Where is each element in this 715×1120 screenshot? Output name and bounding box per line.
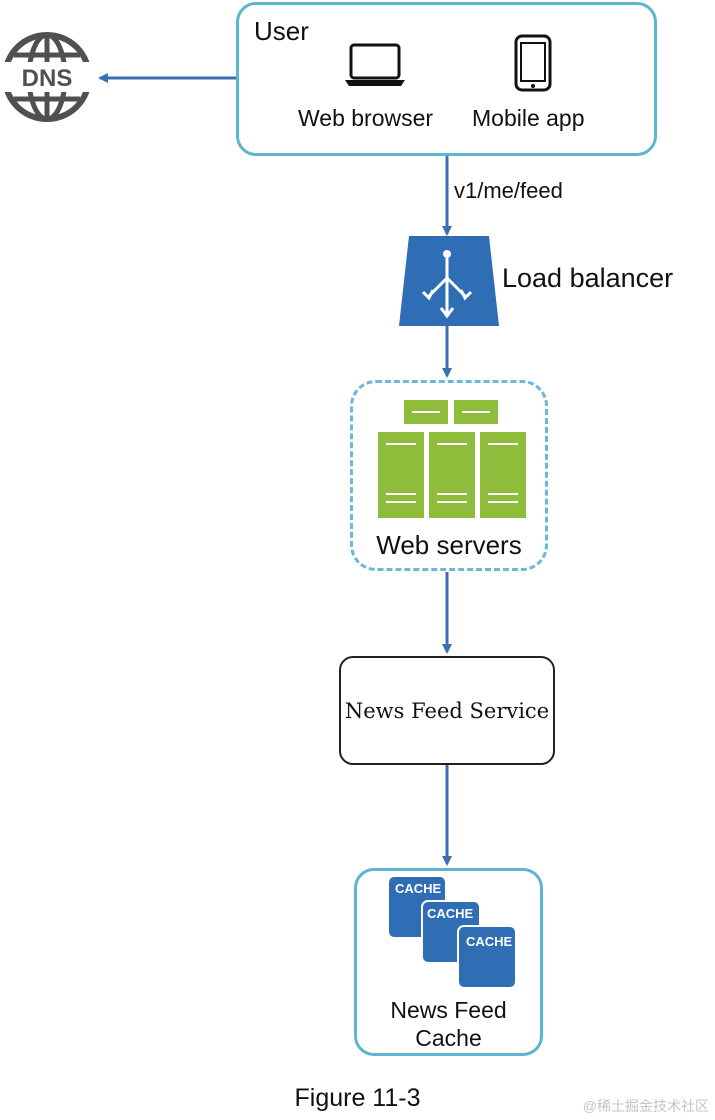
figure-caption: Figure 11-3 — [294, 1084, 421, 1112]
cache-icon-text-1: CACHE — [395, 881, 442, 896]
web-servers-group — [350, 380, 548, 571]
dns-label: DNS — [22, 65, 73, 92]
cache-icon: CACHE CACHE CACHE — [387, 875, 517, 989]
mobile-phone-icon — [514, 34, 552, 92]
user-box — [236, 2, 657, 156]
news-feed-cache-label-line1: News Feed — [390, 997, 507, 1023]
news-feed-cache-label: News Feed Cache — [354, 996, 543, 1052]
client-label-mobile-app: Mobile app — [472, 105, 585, 131]
news-feed-service-box: News Feed Service — [339, 656, 555, 765]
news-feed-service-label: News Feed Service — [344, 698, 550, 723]
laptop-icon — [345, 43, 405, 86]
news-feed-cache-label-line2: Cache — [415, 1025, 482, 1051]
server-rack-icon — [378, 400, 526, 518]
user-title: User — [254, 16, 309, 46]
client-label-web-browser: Web browser — [298, 105, 434, 131]
load-balancer-label: Load balancer — [502, 263, 674, 293]
web-servers-label: Web servers — [376, 530, 522, 560]
watermark: @稀土掘金技术社区 — [582, 1098, 709, 1114]
cache-icon-text-2: CACHE — [427, 906, 474, 921]
edge-label-feed-endpoint: v1/me/feed — [454, 178, 563, 203]
dns-node: DNS — [0, 30, 95, 125]
globe-icon: DNS — [2, 32, 93, 122]
cache-icon-text-3: CACHE — [466, 934, 513, 949]
load-balancer-icon — [399, 236, 499, 326]
